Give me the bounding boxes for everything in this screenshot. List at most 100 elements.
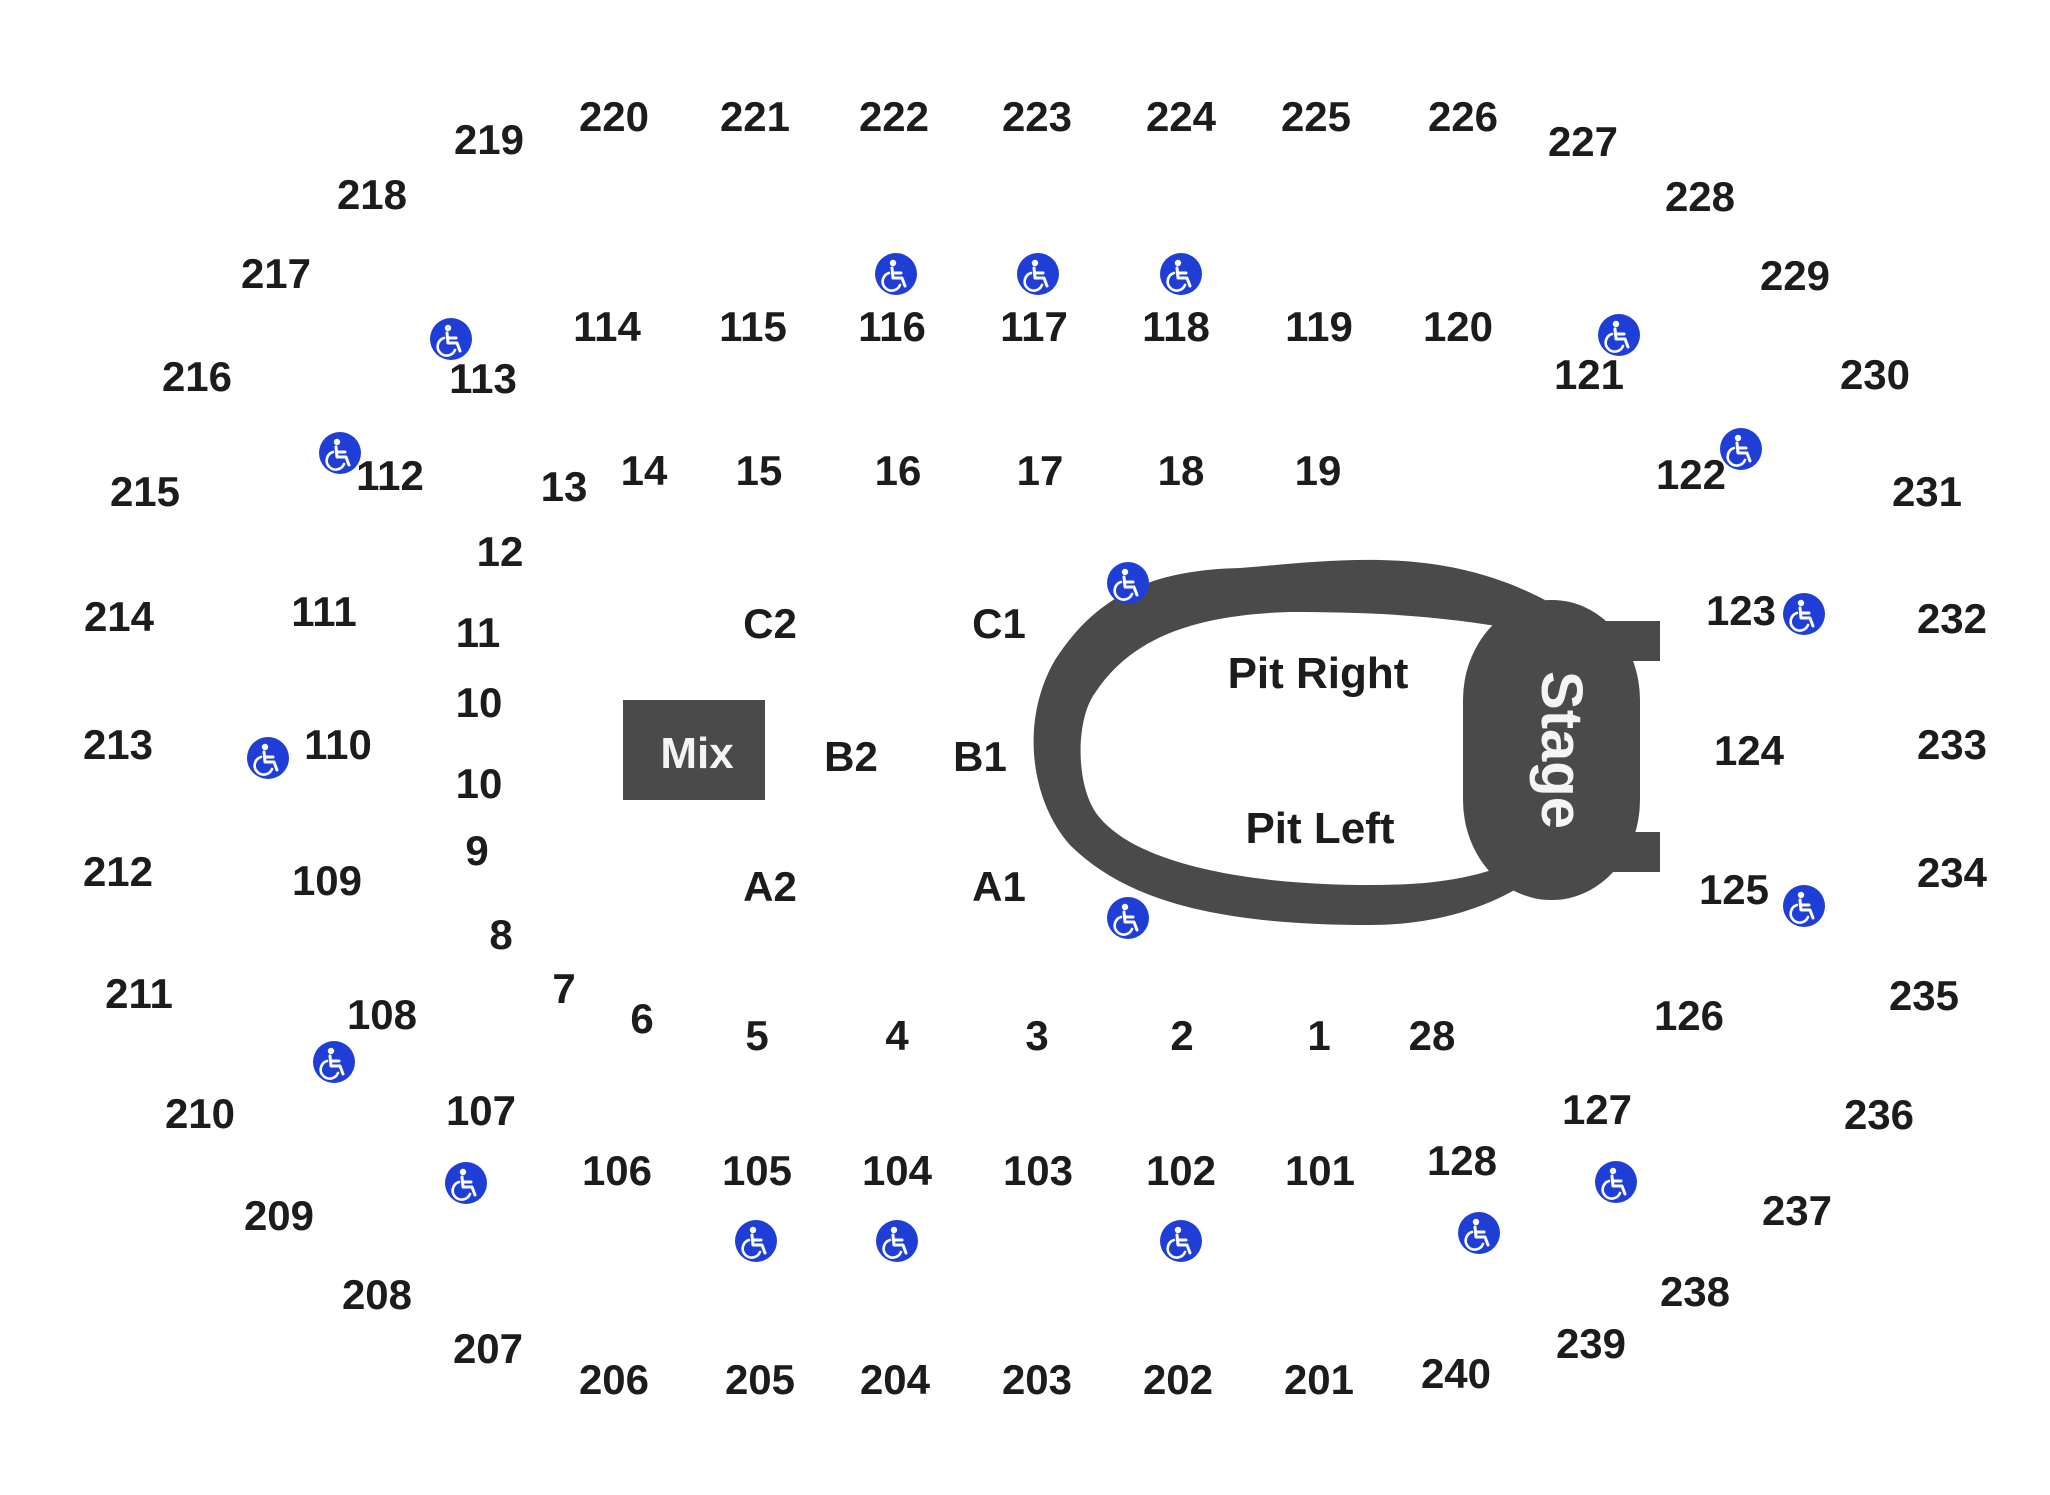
section-label[interactable]: 223	[1002, 93, 1072, 140]
section-label[interactable]: 111	[291, 588, 356, 635]
section-label[interactable]: 12	[477, 528, 524, 575]
section-label[interactable]: 201	[1284, 1356, 1354, 1403]
section-label[interactable]: 110	[304, 721, 372, 768]
section-label[interactable]: C1	[972, 600, 1026, 647]
section-label[interactable]: 108	[347, 991, 417, 1038]
section-label[interactable]: 16	[875, 447, 922, 494]
section-label[interactable]: 240	[1421, 1350, 1491, 1397]
section-label[interactable]: 102	[1146, 1147, 1216, 1194]
pit-left-label[interactable]: Pit Left	[1245, 804, 1394, 853]
section-label[interactable]: 204	[860, 1356, 931, 1403]
pit-ring[interactable]	[1033, 559, 1545, 925]
section-label[interactable]: 222	[859, 93, 929, 140]
section-label[interactable]: 230	[1840, 351, 1910, 398]
section-label[interactable]: 106	[582, 1147, 652, 1194]
section-label[interactable]: 226	[1428, 93, 1498, 140]
section-label[interactable]: 211	[105, 970, 173, 1017]
section-label[interactable]: 109	[292, 857, 362, 904]
section-label[interactable]: 221	[720, 93, 790, 140]
section-label[interactable]: B1	[953, 733, 1007, 780]
section-label[interactable]: 231	[1892, 468, 1962, 515]
section-label[interactable]: 213	[83, 721, 153, 768]
section-label[interactable]: 205	[725, 1356, 795, 1403]
section-label[interactable]: 122	[1656, 451, 1726, 498]
stage-platform[interactable]	[1463, 600, 1640, 900]
section-label[interactable]: 235	[1889, 972, 1959, 1019]
section-label[interactable]: 236	[1844, 1091, 1914, 1138]
section-label[interactable]: 10	[456, 679, 503, 726]
section-label[interactable]: 101	[1285, 1147, 1355, 1194]
section-label[interactable]: 124	[1714, 727, 1785, 774]
section-label[interactable]: 224	[1146, 93, 1217, 140]
section-label[interactable]: 113	[449, 355, 517, 402]
section-label[interactable]: 115	[719, 303, 787, 350]
section-label[interactable]: 125	[1699, 866, 1769, 913]
section-label[interactable]: 210	[165, 1090, 235, 1137]
section-label[interactable]: 217	[241, 250, 311, 297]
section-label[interactable]: 229	[1760, 252, 1830, 299]
section-label[interactable]: 208	[342, 1271, 412, 1318]
section-label[interactable]: 216	[162, 353, 232, 400]
section-label[interactable]: 119	[1285, 303, 1353, 350]
section-label[interactable]: 4	[885, 1012, 909, 1059]
section-label[interactable]: 8	[489, 911, 512, 958]
section-label[interactable]: 209	[244, 1192, 314, 1239]
section-label[interactable]: 219	[454, 116, 524, 163]
section-label[interactable]: 15	[736, 447, 783, 494]
section-label[interactable]: 123	[1706, 587, 1776, 634]
section-label[interactable]: 5	[745, 1012, 768, 1059]
section-label[interactable]: 3	[1025, 1012, 1048, 1059]
section-label[interactable]: 120	[1423, 303, 1493, 350]
section-label[interactable]: 11	[456, 609, 500, 656]
section-label[interactable]: 2	[1170, 1012, 1193, 1059]
section-label[interactable]: 104	[862, 1147, 933, 1194]
section-label[interactable]: 206	[579, 1356, 649, 1403]
section-label[interactable]: A1	[972, 863, 1026, 910]
section-label[interactable]: 202	[1143, 1356, 1213, 1403]
section-label[interactable]: 121	[1554, 351, 1624, 398]
section-label[interactable]: 118	[1142, 303, 1210, 350]
section-label[interactable]: 232	[1917, 595, 1987, 642]
section-label[interactable]: 112	[356, 452, 424, 499]
section-label[interactable]: 117	[1000, 303, 1068, 350]
section-label[interactable]: 239	[1556, 1320, 1626, 1367]
section-label[interactable]: 107	[446, 1087, 516, 1134]
section-label[interactable]: 105	[722, 1147, 792, 1194]
section-label[interactable]: 207	[453, 1325, 523, 1372]
section-label[interactable]: 234	[1917, 849, 1988, 896]
section-label[interactable]: 1	[1307, 1012, 1330, 1059]
section-label[interactable]: 103	[1003, 1147, 1073, 1194]
section-label[interactable]: 9	[465, 827, 488, 874]
section-label[interactable]: B2	[824, 733, 878, 780]
section-label[interactable]: 14	[621, 447, 668, 494]
section-label[interactable]: 238	[1660, 1268, 1730, 1315]
section-label[interactable]: 228	[1665, 173, 1735, 220]
section-label[interactable]: 214	[84, 593, 155, 640]
section-label[interactable]: 17	[1017, 447, 1064, 494]
section-label[interactable]: 114	[573, 303, 641, 350]
section-label[interactable]: 6	[630, 995, 653, 1042]
section-label[interactable]: 203	[1002, 1356, 1072, 1403]
section-label[interactable]: 215	[110, 468, 180, 515]
section-label[interactable]: 127	[1562, 1086, 1632, 1133]
wheelchair-accessible-icon	[1596, 312, 1642, 358]
section-label[interactable]: 227	[1548, 118, 1618, 165]
section-label[interactable]: 237	[1762, 1187, 1832, 1234]
section-label[interactable]: 13	[541, 463, 588, 510]
section-label[interactable]: 18	[1158, 447, 1205, 494]
pit-right-label[interactable]: Pit Right	[1228, 649, 1409, 698]
section-label[interactable]: A2	[743, 863, 797, 910]
section-label[interactable]: 128	[1427, 1137, 1497, 1184]
section-label[interactable]: 19	[1295, 447, 1342, 494]
section-label[interactable]: 220	[579, 93, 649, 140]
section-label[interactable]: 225	[1281, 93, 1351, 140]
section-label[interactable]: 10	[456, 760, 503, 807]
section-label[interactable]: 126	[1654, 992, 1724, 1039]
section-label[interactable]: 212	[83, 848, 153, 895]
section-label[interactable]: 233	[1917, 721, 1987, 768]
section-label[interactable]: 7	[552, 965, 575, 1012]
section-label[interactable]: 116	[858, 303, 926, 350]
section-label[interactable]: C2	[743, 600, 797, 647]
section-label[interactable]: 28	[1409, 1012, 1456, 1059]
section-label[interactable]: 218	[337, 171, 407, 218]
